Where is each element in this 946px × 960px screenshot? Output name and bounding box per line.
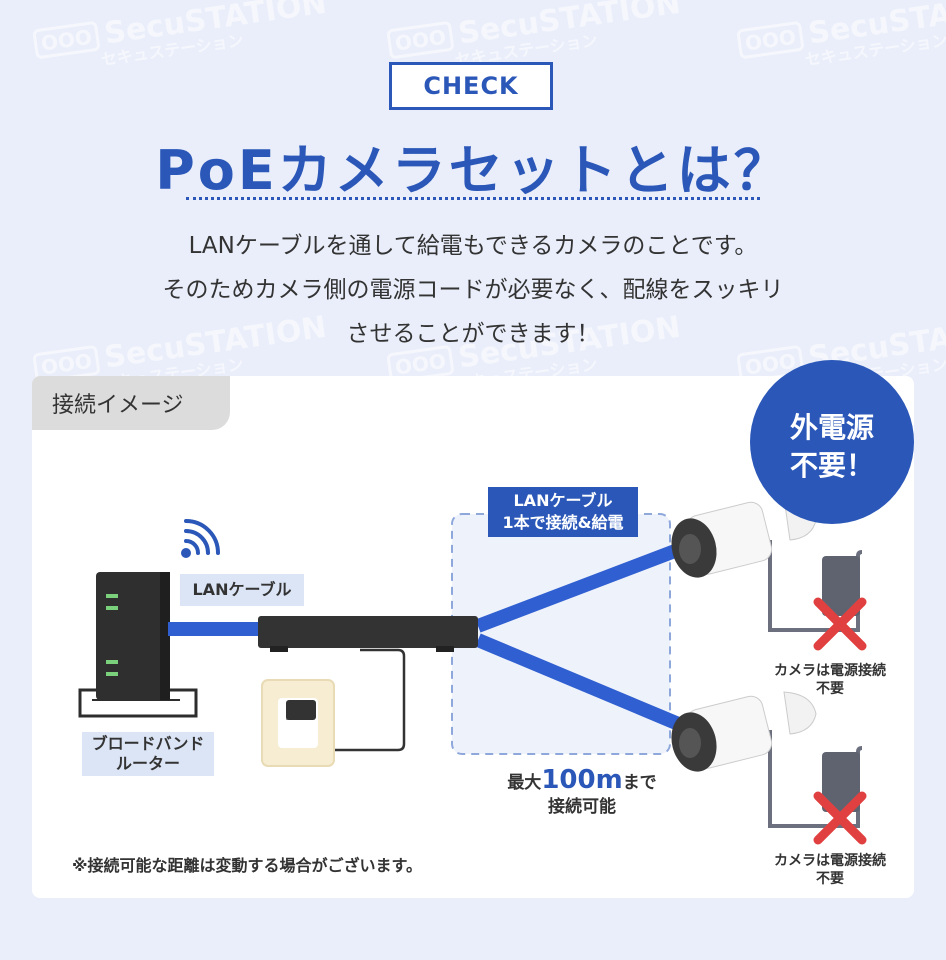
lan-cable-2 [475, 539, 691, 633]
description-line-3: させることができます！ [346, 321, 600, 347]
description-line-2: そのためカメラ側の電源コードが必要なく、配線をスッキリ [162, 277, 784, 303]
cross-icon [813, 791, 867, 845]
router-icon [96, 572, 170, 700]
power-outlet-icon [261, 679, 335, 767]
power-adapter-icon [822, 752, 860, 812]
no-external-power-badge: 外電源 不要！ [750, 360, 914, 524]
lan-cable-3 [475, 633, 691, 735]
lan-cable-label: LANケーブル [180, 574, 304, 606]
description-line-1: LANケーブルを通して給電もできるカメラのことです。 [188, 233, 758, 259]
title-underline [186, 197, 760, 200]
camera-1-cable [768, 540, 863, 632]
power-cord [298, 648, 406, 752]
distance-label: 最大100mまで 接続可能 [507, 765, 657, 817]
camera-2-note: カメラは電源接続 不要 [774, 853, 886, 887]
diagram-tag: 接続イメージ [32, 376, 230, 430]
camera-1-note: カメラは電源接続 不要 [774, 663, 886, 697]
lan-single-cable-tag: LANケーブル 1本で接続&給電 [488, 487, 638, 537]
camera-2-cable [768, 730, 863, 828]
cross-icon [813, 597, 867, 651]
power-adapter-icon [822, 556, 860, 616]
wifi-icon [181, 519, 220, 558]
cable-region [451, 513, 671, 755]
poe-switch-icon [258, 616, 478, 652]
router-label: ブロードバンド ルーター [82, 732, 214, 776]
camera-icon-2 [671, 691, 817, 772]
footnote: ※接続可能な距離は変動する場合がございます。 [72, 856, 422, 875]
check-badge: CHECK [389, 62, 553, 110]
page-title: PoEカメラセットとは？ [155, 139, 791, 202]
lan-cable-1 [168, 622, 260, 636]
camera-icon-1 [671, 497, 817, 578]
